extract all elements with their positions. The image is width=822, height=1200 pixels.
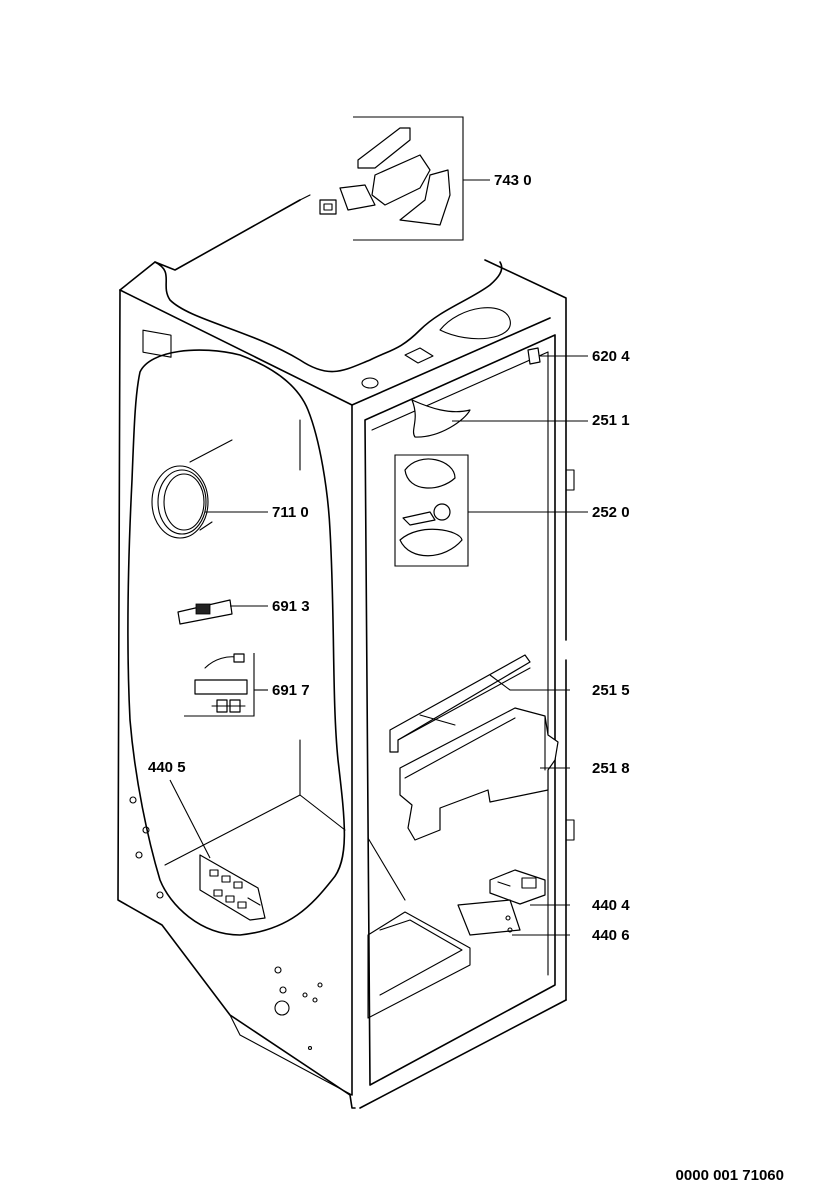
callout-440-4: 440 4: [592, 897, 630, 914]
part-252-0-lamp-assembly: [394, 454, 588, 567]
callout-691-7: 691 7: [272, 682, 310, 699]
refrigerator-cabinet: [117, 194, 575, 1109]
bottom-tray: [367, 911, 471, 1019]
callout-620-4: 620 4: [592, 348, 630, 365]
part-251-1-lamp-cover: [411, 399, 588, 438]
cabinet-top-edge: [119, 199, 301, 291]
callout-711-0: 711 0: [272, 504, 309, 521]
part-440-4-bracket: [489, 869, 570, 906]
inner-frame: [364, 334, 556, 1086]
document-number: 0000 001 71060: [675, 1167, 784, 1184]
callout-440-6: 440 6: [592, 927, 630, 944]
callout-251-8: 251 8: [592, 760, 630, 777]
callout-252-0: 252 0: [592, 504, 630, 521]
callout-251-1: 251 1: [592, 412, 630, 429]
callout-440-5: 440 5: [148, 759, 186, 776]
cutaway-outline: [127, 349, 346, 936]
part-251-5-rail: [389, 654, 570, 753]
part-620-4-small-clip: [527, 347, 588, 365]
part-691-3-sensor: [177, 599, 268, 625]
callout-691-3: 691 3: [272, 598, 310, 615]
part-691-7-kit: [184, 653, 268, 717]
callout-743-0: 743 0: [494, 172, 532, 189]
callout-251-5: 251 5: [592, 682, 630, 699]
part-440-5-control-board: [169, 779, 266, 921]
part-440-6-holder: [457, 899, 570, 936]
part-743-0-hinge-assembly: [319, 116, 490, 241]
part-711-0-tube-coil: [151, 439, 268, 539]
part-251-8-cover-panel: [399, 707, 570, 841]
cabinet-left-side: [117, 289, 356, 1109]
